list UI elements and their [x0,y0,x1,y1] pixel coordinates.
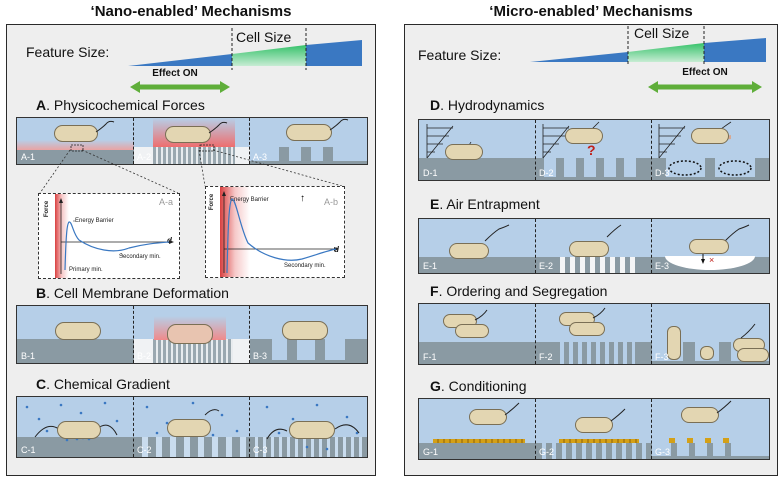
section-b-strip: B-1 B-2 B-3 [16,305,368,364]
section-f-strip: F-1 F-2 F-3 [418,303,770,365]
flagella: × [484,224,750,265]
bacterium [445,144,483,160]
inset-a-b: A-b Force Energy Barrier ↑ Secondary min… [205,186,345,278]
left-column-title: ‘Nano-enabled’ Mechanisms [90,3,292,20]
panel-label-e1: E-1 [423,261,438,271]
section-d-title: D. Hydrodynamics [430,97,545,113]
section-c-strip: C-1 C-2 C-3 [16,396,368,458]
bacterium [286,124,332,141]
section-f-title: F. Ordering and Segregation [430,283,608,299]
feature-size-wedge [128,28,362,70]
panel-label-c2: C-2 [137,445,152,455]
conditioning-film [433,439,525,443]
bacterium [55,322,101,340]
bacterium [57,421,101,439]
section-a-strip: A-1 A-2 A-3 [16,117,368,165]
section-e-strip: × E-1 E-2 E-3 [418,218,770,274]
bacterium [575,417,613,433]
section-e-title: E. Air Entrapment [430,196,540,212]
panel-label-f2: F-2 [539,352,553,362]
svg-text:×: × [709,255,714,265]
bacterium [165,126,211,143]
secondary-min-label: Secondary min. [119,254,161,260]
effect-on-arrow [130,81,230,93]
section-b-title: B. Cell Membrane Deformation [36,285,229,301]
panel-label-d3: D-3 [655,168,670,178]
panel-label-g2: G-2 [539,447,555,457]
bacterium [569,241,609,257]
energy-barrier-label: Energy Barrier [230,197,269,203]
panel-label-a3: A-3 [253,152,268,162]
panel-label-b3: B-3 [253,351,268,361]
bacterium [737,348,769,362]
section-g-strip: G-1 G-2 G-3 [418,398,770,460]
bacterium [667,326,681,360]
section-d-strip: ? D-1 D-2 D-3 [418,119,770,181]
bacterium [282,321,328,340]
bacterium [167,419,211,437]
cell-size-label: Cell Size [634,25,690,41]
feature-size-label: Feature Size: [26,44,110,60]
bacterium [569,322,605,336]
bacterium [689,239,729,254]
panel-label-d2: D-2 [539,168,554,178]
panel-label-b2: B-2 [137,351,152,361]
inset-a-a: A-a Force Energy Barrier Secondary min. … [38,193,180,279]
panel-label-e2: E-2 [539,261,554,271]
bacterium [700,346,714,360]
feature-size-wedge [530,26,766,66]
effect-on-label: Effect ON [682,67,728,78]
panel-label-b1: B-1 [21,351,36,361]
cell-size-label: Cell Size [236,29,292,45]
question-mark: ? [587,142,596,158]
arrow-up-icon: ↑ [300,193,305,204]
feature-size-label: Feature Size: [418,47,502,63]
energy-barrier-label: Energy Barrier [75,218,114,224]
bacterium [691,128,729,144]
bacterium [54,125,98,142]
section-a-title: A. Physicochemical Forces [36,97,205,113]
panel-label-c3: C-3 [253,445,268,455]
bacterium [681,407,719,423]
primary-min-label: Primary min. [69,267,103,273]
panel-label-a1: A-1 [21,152,36,162]
bacterium [289,421,335,439]
panel-label-c1: C-1 [21,445,36,455]
section-c-title: C. Chemical Gradient [36,376,170,392]
conditioning-film [669,438,735,443]
panel-label-a2: A-2 [137,152,152,162]
panel-label-g1: G-1 [423,447,439,457]
right-column-title: ‘Micro-enabled’ Mechanisms [489,3,693,20]
secondary-min-label: Secondary min. [284,263,326,269]
effect-on-label: Effect ON [152,68,198,79]
bacterium [565,128,603,144]
flagella [474,307,756,339]
bacterium [449,243,489,259]
panel-label-f3: F-3 [655,352,669,362]
bacterium [167,324,213,344]
flagella [70,118,349,152]
panel-label-d1: D-1 [423,168,438,178]
section-g-title: G. Conditioning [430,378,527,394]
panel-label-f1: F-1 [423,352,437,362]
flagella [504,400,732,422]
panel-label-e3: E-3 [655,261,670,271]
panel-label-g3: G-3 [655,447,671,457]
bacterium [469,409,507,425]
bacterium [455,324,489,338]
effect-on-arrow [648,81,762,93]
conditioning-film [559,439,639,443]
